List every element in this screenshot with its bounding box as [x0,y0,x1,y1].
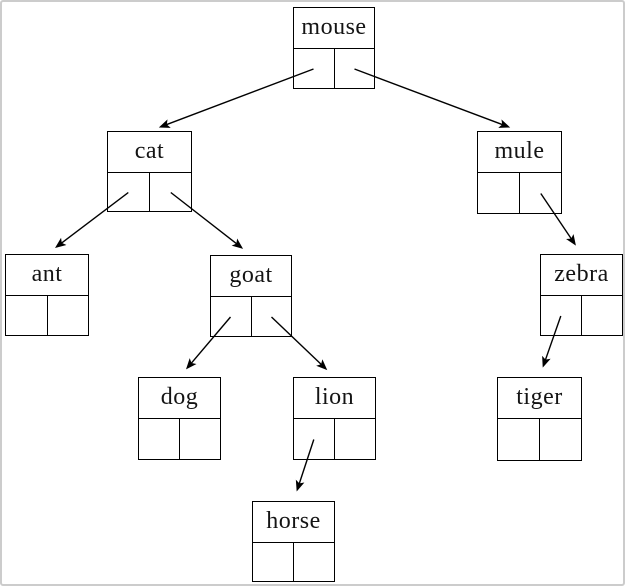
right-pointer-cell [294,543,334,581]
tree-node-goat: goat [210,255,292,337]
pointer-cells [6,296,88,335]
node-label-mule: mule [478,132,561,173]
right-pointer-cell [335,49,375,88]
tree-node-cat: cat [107,131,192,212]
left-pointer-cell [6,296,48,335]
node-label-goat: goat [211,256,291,297]
pointer-cells [253,543,334,581]
node-label-lion: lion [294,378,375,419]
right-pointer-cell [520,173,561,213]
node-label-zebra: zebra [541,255,622,296]
left-pointer-cell [478,173,520,213]
tree-node-ant: ant [5,254,89,336]
tree-node-mule: mule [477,131,562,214]
left-pointer-cell [108,173,150,211]
pointer-cells [211,297,291,336]
node-label-ant: ant [6,255,88,296]
right-pointer-cell [582,296,622,335]
node-label-tiger: tiger [498,378,581,419]
pointer-cells [294,49,374,88]
right-pointer-cell [335,419,375,459]
left-pointer-cell [211,297,252,336]
node-label-cat: cat [108,132,191,173]
right-pointer-cell [252,297,292,336]
right-pointer-cell [540,419,581,460]
tree-node-dog: dog [138,377,221,460]
node-label-horse: horse [253,502,334,543]
pointer-cells [541,296,622,335]
tree-node-mouse: mouse [293,7,375,89]
edge-mouse-right-mule [354,68,511,128]
right-pointer-cell [180,419,220,459]
pointer-cells [139,419,220,459]
right-pointer-cell [150,173,191,211]
pointer-cells [498,419,581,460]
tree-node-zebra: zebra [540,254,623,336]
left-pointer-cell [541,296,582,335]
tree-node-horse: horse [252,501,335,582]
node-label-dog: dog [139,378,220,419]
left-pointer-cell [139,419,180,459]
left-pointer-cell [498,419,540,460]
pointer-cells [478,173,561,213]
pointer-cells [108,173,191,211]
left-pointer-cell [253,543,294,581]
left-pointer-cell [294,49,335,88]
edge-mouse-left-cat [158,68,314,128]
tree-node-lion: lion [293,377,376,460]
node-label-mouse: mouse [294,8,374,49]
pointer-cells [294,419,375,459]
tree-node-tiger: tiger [497,377,582,461]
left-pointer-cell [294,419,335,459]
right-pointer-cell [48,296,89,335]
